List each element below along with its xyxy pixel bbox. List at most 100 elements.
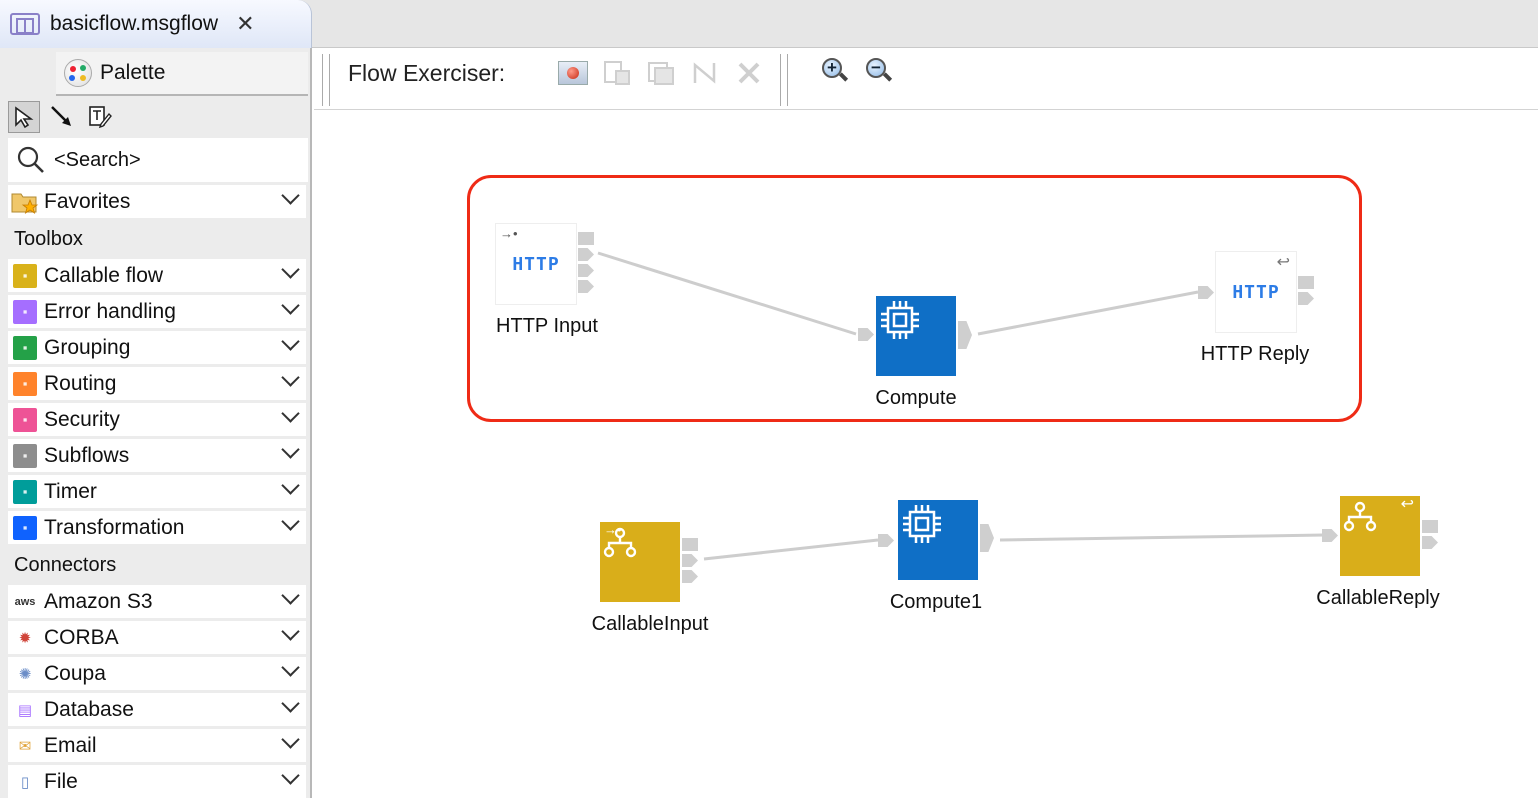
drawer-error-handling[interactable]: ▪Error handling bbox=[8, 295, 306, 328]
node-label: HTTP Input bbox=[496, 315, 598, 337]
path-icon bbox=[693, 62, 716, 84]
drawer-routing[interactable]: ▪Routing bbox=[8, 367, 306, 400]
terminal[interactable] bbox=[578, 248, 594, 261]
flow-editor-toolbar: Flow Exerciser: + − bbox=[314, 48, 1538, 110]
drawer-label: Amazon S3 bbox=[44, 589, 153, 613]
http-reply-icon[interactable]: HTTP ↩ bbox=[1216, 252, 1296, 332]
chevron-down-icon[interactable] bbox=[280, 769, 300, 789]
drawer-grouping[interactable]: ▪Grouping bbox=[8, 331, 306, 364]
terminal[interactable] bbox=[682, 570, 698, 583]
input-arrow-icon: →• bbox=[604, 522, 622, 537]
select-tool-icon[interactable] bbox=[8, 101, 40, 133]
chevron-down-icon[interactable] bbox=[280, 661, 300, 681]
connection-tool-icon[interactable] bbox=[46, 101, 78, 133]
drawer-coupa[interactable]: ✺Coupa bbox=[8, 657, 306, 690]
grouping-icon: ▪ bbox=[10, 333, 40, 363]
view-messages-button[interactable] bbox=[600, 58, 634, 88]
terminal[interactable] bbox=[682, 538, 698, 551]
drawer-label: Favorites bbox=[44, 189, 131, 213]
terminal[interactable] bbox=[682, 554, 698, 567]
record-button[interactable] bbox=[556, 58, 590, 88]
drawer-email[interactable]: ✉Email bbox=[8, 729, 306, 762]
chevron-down-icon[interactable] bbox=[280, 263, 300, 283]
connection-callableinput-compute1[interactable] bbox=[703, 538, 879, 561]
http-input-icon[interactable]: HTTP →• bbox=[496, 224, 576, 304]
chevron-down-icon[interactable] bbox=[280, 299, 300, 319]
terminal[interactable] bbox=[958, 321, 972, 349]
reply-arrow-icon: ↩ bbox=[1400, 496, 1414, 513]
chevron-down-icon[interactable] bbox=[280, 443, 300, 463]
terminal[interactable] bbox=[1422, 536, 1438, 549]
terminal[interactable] bbox=[1298, 276, 1314, 289]
editor-tab-basicflow[interactable]: basicflow.msgflow ✕ bbox=[0, 0, 312, 48]
compute-icon[interactable] bbox=[876, 296, 956, 376]
chevron-down-icon[interactable] bbox=[280, 625, 300, 645]
note-tool-icon[interactable] bbox=[84, 101, 116, 133]
terminal[interactable] bbox=[1322, 529, 1338, 542]
callable-reply-icon[interactable]: ↩ bbox=[1340, 496, 1420, 576]
chevron-down-icon[interactable] bbox=[280, 589, 300, 609]
terminal[interactable] bbox=[878, 534, 894, 547]
chevron-down-icon[interactable] bbox=[280, 479, 300, 499]
palette-icon bbox=[64, 59, 92, 87]
drawer-corba[interactable]: ✹ CORBA bbox=[8, 621, 306, 654]
zoom-in-button[interactable]: + bbox=[820, 56, 850, 86]
connection-httpinput-compute[interactable] bbox=[597, 251, 857, 336]
palette-title: Palette bbox=[100, 61, 166, 84]
node-label: HTTP Reply bbox=[1200, 343, 1310, 365]
drawer-timer[interactable]: ▪Timer bbox=[8, 475, 306, 508]
drawer-callable-flow[interactable]: ▪Callable flow bbox=[8, 259, 306, 292]
zoom-in-icon: + bbox=[822, 58, 842, 78]
chevron-down-icon[interactable] bbox=[280, 697, 300, 717]
node-label: CallableReply bbox=[1316, 587, 1440, 609]
chevron-down-icon[interactable] bbox=[280, 189, 300, 209]
drawer-label: Security bbox=[44, 407, 120, 431]
subflows-icon: ▪ bbox=[10, 441, 40, 471]
chevron-down-icon[interactable] bbox=[280, 515, 300, 535]
drawer-label: Transformation bbox=[44, 515, 185, 539]
database-icon: ▤ bbox=[17, 701, 33, 719]
terminal[interactable] bbox=[858, 328, 874, 341]
node-label: Compute1 bbox=[889, 591, 983, 613]
drawer-amazon-s3[interactable]: aws Amazon S3 bbox=[8, 585, 306, 618]
chevron-down-icon[interactable] bbox=[280, 407, 300, 427]
connection-compute1-callablereply[interactable] bbox=[999, 533, 1325, 542]
terminal[interactable] bbox=[980, 524, 994, 552]
drawer-favorites[interactable]: Favorites bbox=[8, 185, 306, 218]
hierarchy-icon bbox=[1343, 501, 1377, 532]
palette-search[interactable]: <Search> bbox=[8, 138, 308, 182]
drawer-database[interactable]: ▤ Database bbox=[8, 693, 306, 726]
compute1-icon[interactable] bbox=[898, 500, 978, 580]
palette-header[interactable]: Palette bbox=[56, 52, 308, 96]
drawer-label: Database bbox=[44, 697, 134, 721]
drawer-label: CORBA bbox=[44, 625, 119, 649]
chevron-down-icon[interactable] bbox=[280, 335, 300, 355]
zoom-out-button[interactable]: − bbox=[864, 56, 894, 86]
flow-canvas[interactable]: HTTP →• HTTP Input Compute HTTP ↩ HTTP R… bbox=[314, 110, 1538, 798]
corba-icon: ✹ bbox=[18, 629, 32, 647]
drawer-security[interactable]: ▪Security bbox=[8, 403, 306, 436]
split-path-button[interactable] bbox=[688, 58, 722, 88]
terminal[interactable] bbox=[1198, 286, 1214, 299]
terminal[interactable] bbox=[1298, 292, 1314, 305]
chevron-down-icon[interactable] bbox=[280, 371, 300, 391]
toolbar-separator bbox=[322, 54, 330, 106]
close-icon[interactable]: ✕ bbox=[236, 11, 255, 36]
drawer-subflows[interactable]: ▪Subflows bbox=[8, 439, 306, 472]
drawer-file[interactable]: ▯File bbox=[8, 765, 306, 798]
drawer-label: File bbox=[44, 769, 78, 793]
terminal[interactable] bbox=[578, 232, 594, 245]
stop-button[interactable] bbox=[732, 58, 766, 88]
reply-arrow-icon: ↩ bbox=[1276, 254, 1290, 271]
connection-compute-httpreply[interactable] bbox=[977, 290, 1199, 336]
terminal[interactable] bbox=[578, 280, 594, 293]
terminal[interactable] bbox=[578, 264, 594, 277]
aws-icon: aws bbox=[14, 595, 36, 608]
send-message-button[interactable] bbox=[644, 58, 678, 88]
drawer-transformation[interactable]: ▪Transformation bbox=[8, 511, 306, 544]
callable-input-icon[interactable]: →• bbox=[600, 522, 680, 602]
chevron-down-icon[interactable] bbox=[280, 733, 300, 753]
callable-flow-icon: ▪ bbox=[10, 261, 40, 291]
terminal[interactable] bbox=[1422, 520, 1438, 533]
drawer-label: Error handling bbox=[44, 299, 176, 323]
